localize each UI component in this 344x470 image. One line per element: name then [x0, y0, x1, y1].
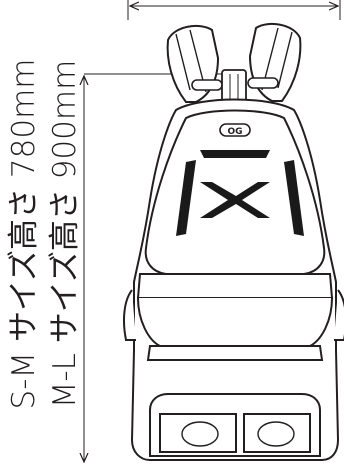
chevron-graphic: [176, 150, 304, 236]
upper-shell: [144, 109, 326, 275]
shoulder-straps: [166, 22, 302, 103]
bottom-pocket: [149, 393, 321, 457]
size-sm-height-label: S-M サイズ高さ 780mm: [5, 58, 42, 410]
logo-badge: OG: [219, 123, 251, 137]
size-ml-height-label: M-L サイズ高さ 900mm: [46, 59, 83, 409]
lower-panels: [123, 273, 344, 361]
logo-text: OG: [227, 127, 242, 137]
width-dimension: [127, 0, 341, 20]
